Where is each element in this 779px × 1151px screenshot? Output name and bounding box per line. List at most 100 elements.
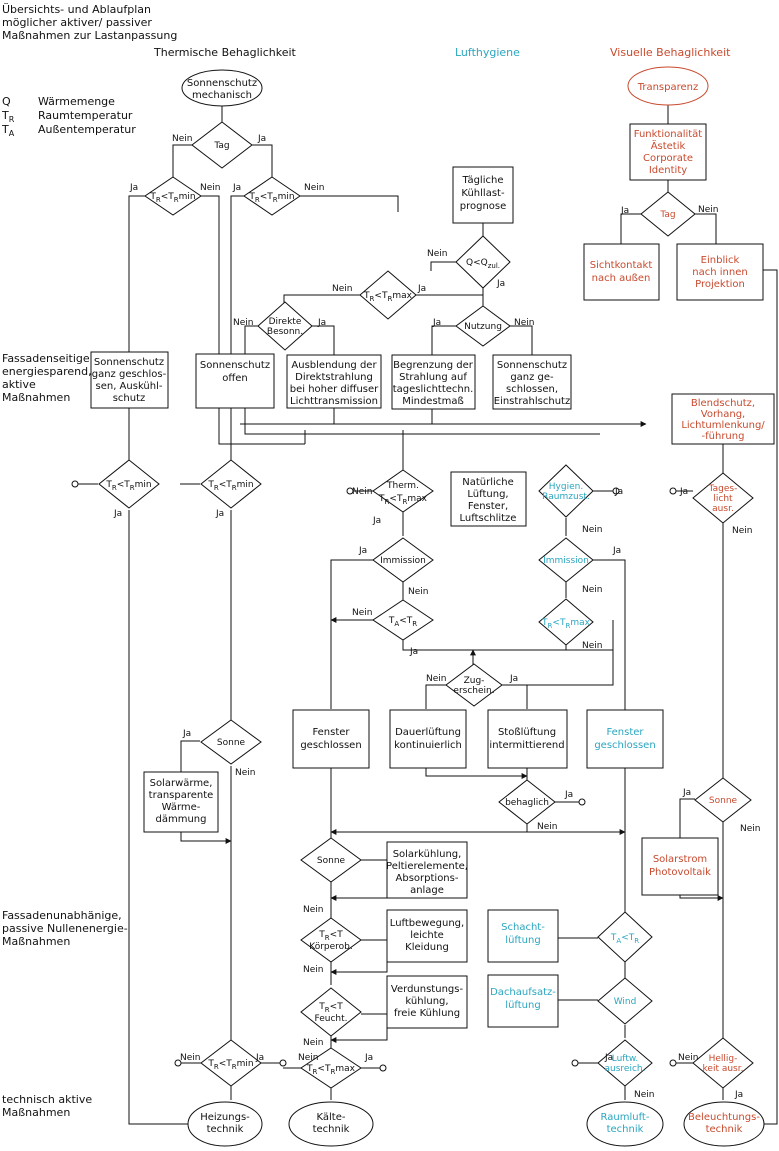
node-kaeltetechnik: Kälte-technik <box>288 1101 374 1147</box>
branch-label-ja: Ja <box>496 279 505 289</box>
hygien-decision: Hygien.Raumzust. <box>538 464 594 518</box>
row-label-passive: Fassadenunabhänige,passive Nullenenergie… <box>2 909 128 948</box>
nutzung-decision-label: Nutzung <box>464 322 502 332</box>
branch-label-nein: Nein <box>303 905 323 915</box>
koerperob-decision-label: Körperob. <box>309 942 353 952</box>
node-raumlufttechnik: Raumluft-technik <box>586 1101 664 1147</box>
svg-text:TA<TR: TA<TR <box>610 933 639 945</box>
svg-text:TR<TRmin: TR<TRmin <box>248 192 294 204</box>
svg-text:TA<TR: TA<TR <box>388 616 417 628</box>
branch-label-nein: Nein <box>332 284 352 294</box>
branch-label-nein: Nein <box>352 608 372 618</box>
ta-tr-decision: TA<TR <box>372 599 434 641</box>
node-transparenz-label: Transparenz <box>637 82 699 93</box>
sonne-decision-1-label: Sonne <box>217 738 246 748</box>
branch-label-ja: Ja <box>612 546 621 556</box>
node-dachaufsatzlueftung: Dachaufsatz-lüftung <box>487 974 559 1028</box>
legend-sym-ta: TA <box>1 123 15 138</box>
column-title-visual: Visuelle Behaglichkeit <box>610 46 731 59</box>
svg-text:TR<T: TR<T <box>318 930 343 942</box>
tag-decision-2-label: Tag <box>659 210 675 220</box>
svg-text:TR<TRmax: TR<TRmax <box>378 494 428 506</box>
terminal-dots <box>71 480 677 1072</box>
branch-label-ja: Ja <box>182 729 191 739</box>
node-raumlufttechnik-label: Raumluft-technik <box>601 1112 650 1135</box>
branch-label-ja: Ja <box>417 284 426 294</box>
branch-label-nein: Nein <box>303 1038 323 1048</box>
branch-label-ja: Ja <box>682 788 691 798</box>
feucht-decision-label: Feucht. <box>315 1014 348 1024</box>
branch-label-nein: Nein <box>740 824 760 834</box>
tr-tmin-decision-3: TR<TRmin <box>98 459 160 509</box>
branch-label-nein: Nein <box>582 585 602 595</box>
branch-label-ja: Ja <box>129 183 138 193</box>
helligkeit-decision: Hellig-keit ausr. <box>692 1037 754 1089</box>
branch-label-nein: Nein <box>537 822 557 832</box>
node-blendschutz: Blendschutz,Vorhang,Lichtumlenkung/-führ… <box>671 393 775 445</box>
branch-label-ja: Ja <box>257 134 266 144</box>
branch-label-nein: Nein <box>426 674 446 684</box>
svg-text:Q<Qzul.: Q<Qzul. <box>466 258 500 270</box>
svg-text:TR<TRmin: TR<TRmin <box>207 480 253 492</box>
therm-decision-label: Therm. <box>386 481 419 491</box>
legend-text-tr: Raumtemperatur <box>38 109 133 122</box>
column-title-thermal: Thermische Behaglichkeit <box>153 46 297 59</box>
sonne-decision-3: Sonne <box>694 777 752 823</box>
branch-label-ja: Ja <box>364 1053 373 1063</box>
branch-label-ja: Ja <box>255 1053 264 1063</box>
branch-label-ja: Ja <box>604 1053 613 1063</box>
node-heizungstechnik-label: Heizungs-technik <box>200 1112 250 1135</box>
tr-tmin-decision-4: TR<TRmin <box>200 459 262 509</box>
branch-label-nein: Nein <box>172 134 192 144</box>
branch-label-nein: Nein <box>514 318 534 328</box>
ta-tr-decision-2: TA<TR <box>597 911 653 963</box>
legend-text-q: Wärmemenge <box>38 95 115 108</box>
branch-label-ja: Ja <box>614 487 623 497</box>
legend-sym-q: Q <box>2 95 11 108</box>
branch-label-ja: Ja <box>113 509 122 519</box>
node-schachtlueftung: Schacht-lüftung <box>487 909 559 963</box>
branch-label-nein: Nein <box>180 1053 200 1063</box>
tr-tmax-decision-3: TR<TRmax <box>300 1047 362 1089</box>
legend: Q Wärmemenge TR Raumtemperatur TA Außent… <box>1 95 136 138</box>
svg-text:TR<TRmax: TR<TRmax <box>306 1064 356 1076</box>
branch-label-ja: Ja <box>358 546 367 556</box>
immission-decision-2: Immission <box>538 537 594 583</box>
zugerschein-decision-label: Zug-erschein. <box>453 676 494 696</box>
immission-decision-1: Immission <box>372 537 434 583</box>
branch-label-ja: Ja <box>564 790 573 800</box>
branch-label-nein: Nein <box>582 525 602 535</box>
